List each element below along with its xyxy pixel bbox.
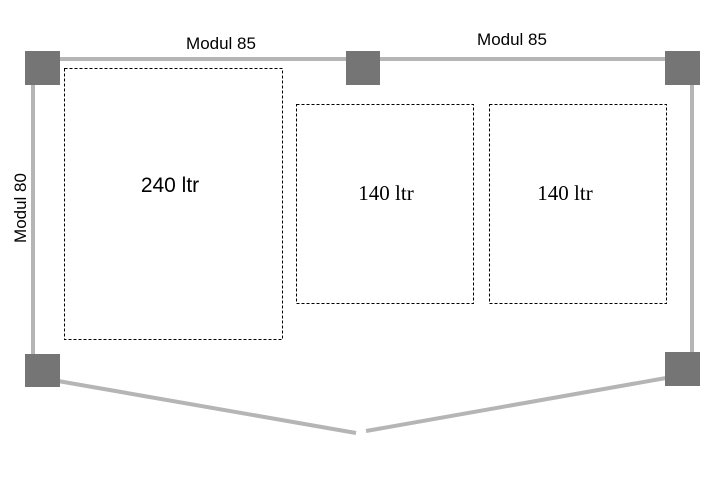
module-label-top-right: Modul 85 (477, 30, 547, 49)
bin-label-240: 240 ltr (141, 174, 199, 197)
bottom-rail-right (365, 376, 667, 433)
bin-label-140-a: 140 ltr (358, 181, 413, 205)
bin-label-140-b: 140 ltr (537, 181, 592, 205)
post-top-left (25, 51, 60, 85)
post-top-right (665, 51, 700, 85)
post-bottom-right (665, 352, 700, 386)
post-top-middle (346, 51, 380, 85)
bin-240-outline (64, 68, 283, 340)
bin-140-b-outline (489, 104, 667, 304)
bottom-rail-left (57, 379, 357, 435)
module-label-top-left: Modul 85 (186, 34, 256, 53)
post-bottom-left (25, 354, 60, 387)
bin-140-a-outline (296, 104, 474, 304)
module-label-side: Modul 80 (11, 173, 30, 243)
